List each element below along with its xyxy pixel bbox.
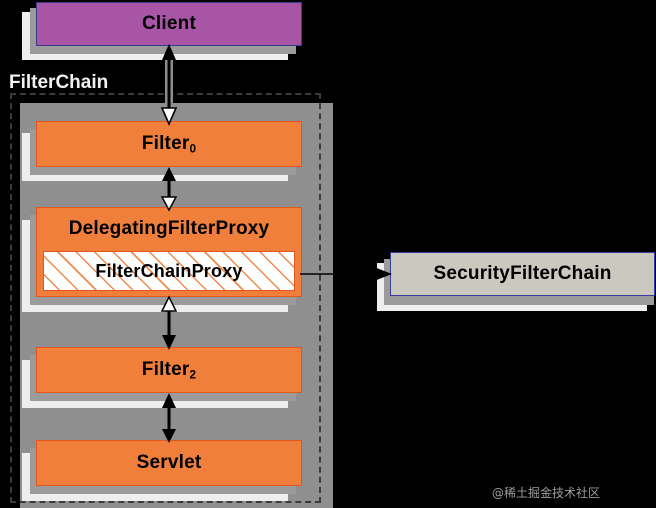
node-filter-chain-proxy-label: FilterChainProxy [95,260,243,281]
node-filter2-label: Filter2 [141,358,197,382]
connector-client-filter0 [156,44,182,126]
node-filter0[interactable]: Filter0 [36,121,302,167]
connector-filter-chain-proxy-security-filter-chain [300,266,392,282]
node-filter-chain-proxy[interactable]: FilterChainProxy [43,251,295,291]
node-filter0-label: Filter0 [141,132,197,156]
node-filter2-subscript: 2 [189,368,197,382]
filterchain-container-label: FilterChain [9,72,109,93]
node-delegating-filter-proxy-label: DelegatingFilterProxy [68,217,270,239]
node-servlet[interactable]: Servlet [36,440,302,486]
node-client[interactable]: Client [36,2,302,46]
watermark: @稀土掘金技术社区 [492,486,601,500]
node-security-filter-chain-label: SecurityFilterChain [433,263,612,284]
connector-filter2-servlet [156,393,182,443]
connector-filter0-delegating-filter-proxy [156,167,182,212]
connector-delegating-filter-proxy-filter2 [156,295,182,350]
node-security-filter-chain[interactable]: SecurityFilterChain [390,252,655,296]
node-delegating-filter-proxy[interactable]: DelegatingFilterProxy FilterChainProxy [36,207,302,297]
node-filter2[interactable]: Filter2 [36,347,302,393]
node-client-label: Client [142,13,196,34]
node-filter0-subscript: 0 [189,142,197,156]
node-servlet-label: Servlet [136,452,202,473]
